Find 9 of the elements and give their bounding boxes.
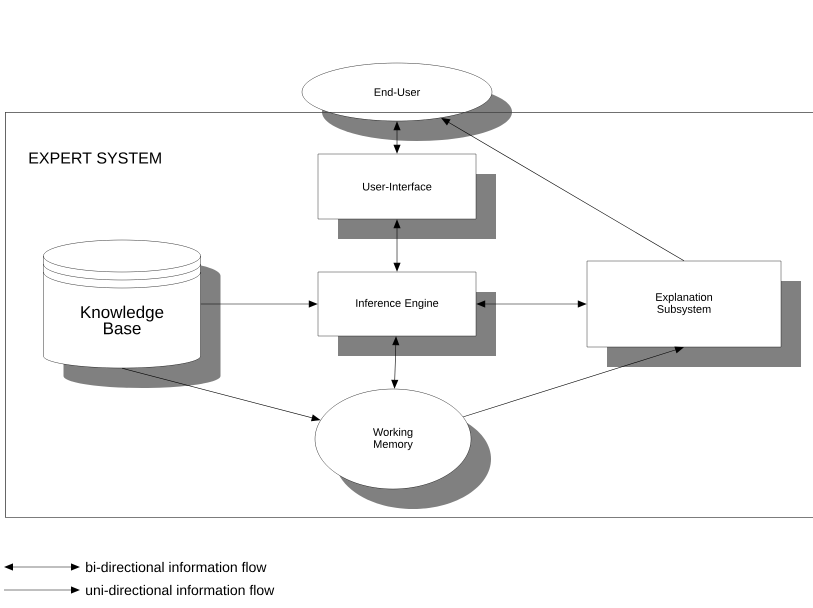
database-cylinder: Knowledge Base xyxy=(43,240,220,388)
process-box: Inference Engine xyxy=(318,272,496,356)
legend-text: bi-directional information flow xyxy=(86,562,266,572)
arrow xyxy=(462,346,684,418)
legend-text: uni-directional information flow xyxy=(86,584,274,596)
process-box: User-Interface xyxy=(318,154,496,239)
system-boundary xyxy=(5,112,813,518)
process-box: Explanation Subsystem xyxy=(586,260,801,367)
boundary-heading: EXPERT SYSTEM xyxy=(30,152,161,164)
